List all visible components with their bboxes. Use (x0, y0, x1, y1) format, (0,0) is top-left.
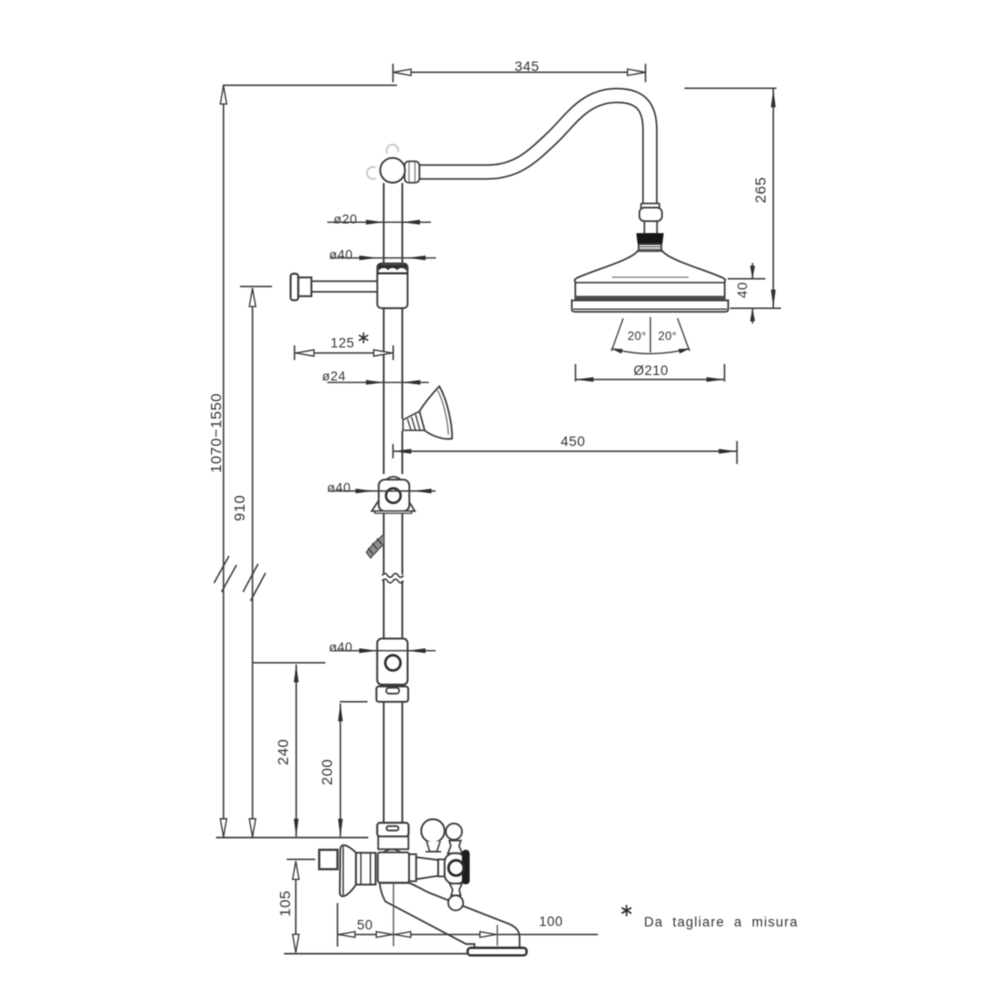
svg-text:20°: 20° (658, 329, 677, 343)
svg-text:ø24: ø24 (322, 369, 346, 384)
svg-text:200: 200 (319, 759, 336, 786)
svg-text:910: 910 (232, 495, 249, 522)
svg-text:265: 265 (753, 177, 770, 204)
svg-text:Ø210: Ø210 (633, 363, 668, 378)
svg-text:100: 100 (539, 914, 563, 929)
svg-text:ø40: ø40 (329, 640, 353, 655)
svg-text:ø40: ø40 (329, 247, 353, 262)
svg-text:1070−1550: 1070−1550 (208, 393, 225, 473)
svg-text:240: 240 (275, 739, 292, 766)
svg-text:345: 345 (515, 58, 540, 74)
svg-text:50: 50 (357, 918, 373, 933)
svg-text:ø20: ø20 (334, 211, 358, 226)
svg-text:105: 105 (277, 890, 294, 917)
svg-text:40: 40 (734, 282, 750, 299)
svg-text:ø40: ø40 (327, 480, 351, 495)
svg-text:125: 125 (330, 336, 354, 351)
svg-text:Da tagliare a misura: Da tagliare a misura (644, 915, 798, 930)
svg-text:20°: 20° (627, 329, 646, 343)
svg-text:450: 450 (561, 433, 586, 449)
